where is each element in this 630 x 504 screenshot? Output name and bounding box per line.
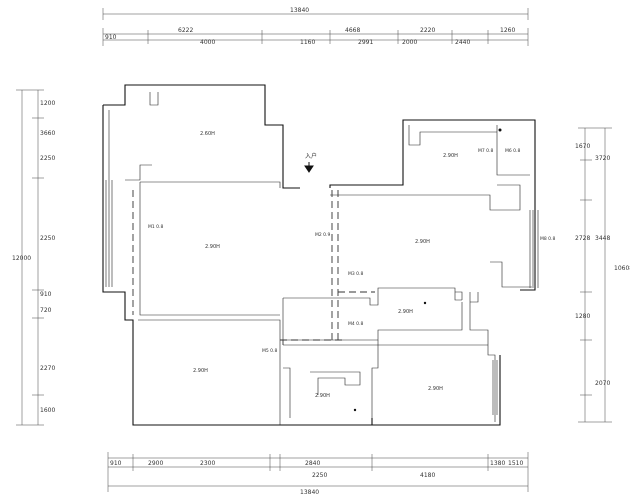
left-dimension-label: 2250 bbox=[40, 155, 55, 162]
top-dimension-label: 2000 bbox=[402, 39, 417, 46]
walls bbox=[102, 84, 536, 426]
door-tag: M2 0.9 bbox=[315, 232, 330, 238]
right-dimension-label: 2070 bbox=[595, 380, 610, 387]
left-dimension-label: 2250 bbox=[40, 235, 55, 242]
bottom-total-dimension: 13840 bbox=[300, 489, 319, 496]
room-height-bedroom-right: 2.90H bbox=[428, 386, 443, 392]
entrance-arrow-icon bbox=[304, 162, 314, 173]
right-dimension-chain: 1670 3720 2728 3448 1280 2070 10608 bbox=[575, 127, 630, 423]
right-dimension-label: 2728 bbox=[575, 235, 590, 242]
left-dimension-label: 3660 bbox=[40, 130, 55, 137]
door-tag: M3 0.8 bbox=[348, 271, 363, 277]
room-height-kitchen: 2.90H bbox=[443, 153, 458, 159]
door-tag: M5 0.8 bbox=[262, 348, 277, 354]
right-dimension-label: 1670 bbox=[575, 143, 590, 150]
entrance-marker: 入户 bbox=[304, 152, 317, 173]
right-dimension-label: 3720 bbox=[595, 155, 610, 162]
door-tag: M1 0.8 bbox=[148, 224, 163, 230]
room-height-bedroom-left: 2.90H bbox=[193, 368, 208, 374]
right-dimension-label: 3448 bbox=[595, 235, 610, 242]
door-tags: M1 0.8 M2 0.9 M3 0.8 M4 0.8 M5 0.8 M6 0.… bbox=[148, 148, 555, 354]
windows bbox=[105, 180, 539, 415]
left-dimension-label: 910 bbox=[40, 291, 52, 298]
bottom-dimension-chain: 910 2900 2300 2840 2250 4180 1380 1510 1… bbox=[107, 452, 529, 496]
room-height-living: 2.90H bbox=[205, 244, 220, 250]
bottom-dimension-label: 1510 bbox=[508, 460, 523, 467]
entrance-label: 入户 bbox=[305, 152, 317, 160]
left-total-dimension: 12000 bbox=[12, 255, 31, 262]
door-tag: M6 0.8 bbox=[505, 148, 520, 154]
top-dimension-label: 2440 bbox=[455, 39, 470, 46]
left-dimension-label: 2270 bbox=[40, 365, 55, 372]
top-dimension-label: 1260 bbox=[500, 27, 515, 34]
bottom-dimension-label: 4180 bbox=[420, 472, 435, 479]
fixture-dot bbox=[498, 128, 502, 132]
bottom-dimension-label: 910 bbox=[110, 460, 122, 467]
bottom-dimension-label: 2250 bbox=[312, 472, 327, 479]
door-tag: M7 0.8 bbox=[478, 148, 493, 154]
left-dimension-label: 720 bbox=[40, 307, 52, 314]
bottom-dimension-label: 1380 bbox=[490, 460, 505, 467]
door-tag: M4 0.8 bbox=[348, 321, 363, 327]
bottom-dimension-label: 2840 bbox=[305, 460, 320, 467]
door-tag: M8 0.8 bbox=[540, 236, 555, 242]
right-dimension-label: 1280 bbox=[575, 313, 590, 320]
fixture-dot bbox=[353, 408, 357, 412]
top-dimension-chain: 13840 910 6222 4000 1160 4668 2991 2000 … bbox=[102, 7, 529, 46]
left-dimension-chain: 12000 1200 3660 2250 2250 910 720 2270 1… bbox=[12, 89, 55, 426]
left-dimension-label: 1600 bbox=[40, 407, 55, 414]
top-total-dimension: 13840 bbox=[290, 7, 309, 14]
room-labels: 2.60H 2.90H 2.90H 2.90H 2.90H 2.90H 2.90… bbox=[193, 131, 458, 399]
top-dimension-label: 2220 bbox=[420, 27, 435, 34]
room-height-bedroom-mid: 2.90H bbox=[315, 393, 330, 399]
right-total-dimension: 10608 bbox=[614, 265, 630, 272]
open-boundaries bbox=[132, 190, 375, 345]
bottom-dimension-label: 2900 bbox=[148, 460, 163, 467]
left-dimension-label: 1200 bbox=[40, 100, 55, 107]
top-dimension-label: 910 bbox=[105, 34, 117, 41]
top-dimension-label: 2991 bbox=[358, 39, 373, 46]
room-height-study: 2.90H bbox=[398, 309, 413, 315]
fixture-dot bbox=[423, 301, 427, 305]
room-height-dining: 2.90H bbox=[415, 239, 430, 245]
top-dimension-label: 4668 bbox=[345, 27, 360, 34]
room-height-living-top: 2.60H bbox=[200, 131, 215, 137]
top-dimension-label: 1160 bbox=[300, 39, 315, 46]
top-dimension-label: 4000 bbox=[200, 39, 215, 46]
bottom-dimension-label: 2300 bbox=[200, 460, 215, 467]
top-dimension-label: 6222 bbox=[178, 27, 193, 34]
